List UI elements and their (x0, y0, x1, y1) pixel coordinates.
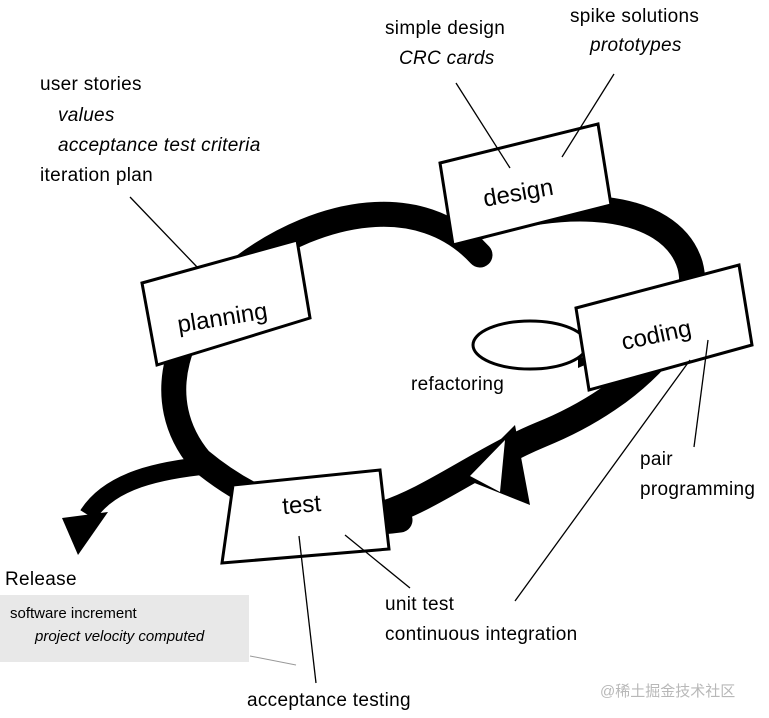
simple-design-label: simple design (385, 18, 506, 39)
release-box: software increment project velocity comp… (0, 595, 249, 662)
pair-label: pair (640, 449, 673, 470)
callout-continuous (514, 359, 691, 602)
crc-cards-label: CRC cards (399, 48, 495, 69)
callout-spike (561, 73, 615, 158)
callout-planning (129, 196, 199, 269)
programming-label: programming (640, 479, 756, 500)
acceptance-test-criteria-label: acceptance test criteria (58, 135, 261, 156)
main-arrowhead-highlight (470, 440, 505, 492)
refactoring-label: refactoring (411, 374, 505, 395)
callout-unit-test (344, 534, 411, 589)
watermark-text: @稀土掘金技术社区 (600, 683, 736, 700)
release-arrow-tail (80, 456, 211, 521)
software-increment-label: software increment (10, 605, 137, 622)
values-label: values (58, 105, 115, 126)
iteration-plan-label: iteration plan (40, 165, 153, 186)
test-box (220, 468, 391, 565)
test-label: test (281, 490, 322, 520)
user-stories-label: user stories (40, 74, 142, 95)
acceptance-testing-label: acceptance testing (247, 690, 411, 711)
callout-release (249, 655, 297, 666)
planning-box (140, 238, 312, 367)
callout-pair (693, 339, 709, 448)
unit-test-label: unit test (385, 594, 455, 615)
continuous-integration-label: continuous integration (385, 624, 578, 645)
coding-box (574, 263, 754, 392)
design-box (438, 122, 613, 247)
prototypes-label: prototypes (590, 35, 682, 56)
release-title: Release (5, 569, 77, 590)
spike-solutions-label: spike solutions (570, 6, 700, 27)
refactoring-loop (471, 319, 589, 371)
release-arrowhead (62, 512, 108, 555)
callout-design (455, 82, 511, 169)
project-velocity-label: project velocity computed (35, 628, 205, 645)
callout-acceptance (298, 535, 317, 684)
